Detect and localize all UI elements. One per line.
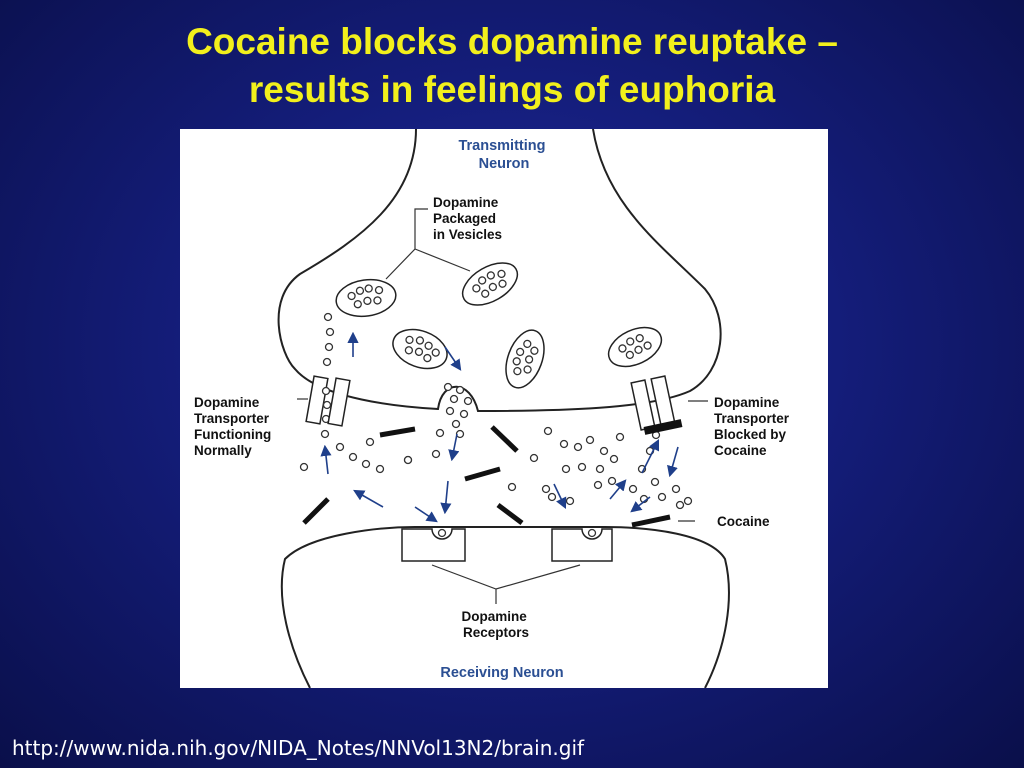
title-line-2: results in feelings of euphoria bbox=[248, 69, 776, 110]
title-line-1: Cocaine blocks dopamine reuptake – bbox=[186, 21, 838, 62]
synapse-diagram: Transmitting Neuron Dopamine Packaged in… bbox=[180, 129, 828, 688]
receiving-neuron-membrane bbox=[280, 526, 730, 688]
slide-title: Cocaine blocks dopamine reuptake – resul… bbox=[0, 18, 1024, 114]
receptor bbox=[551, 528, 613, 562]
vesicle bbox=[607, 326, 663, 368]
vesicle bbox=[461, 262, 519, 306]
label-transporter-normal: Dopamine Transporter Functioning Normall… bbox=[194, 395, 275, 458]
transporter-normal bbox=[305, 375, 351, 427]
label-transmitting-neuron: Transmitting Neuron bbox=[458, 138, 549, 172]
synapse-svg: Transmitting Neuron Dopamine Packaged in… bbox=[194, 129, 793, 688]
cocaine-molecules bbox=[302, 425, 671, 528]
label-transporter-blocked: Dopamine Transporter Blocked by Cocaine bbox=[714, 395, 793, 458]
movement-arrows bbox=[320, 331, 679, 523]
vesicle bbox=[505, 329, 545, 389]
receptor bbox=[401, 528, 466, 562]
transporter-blocked bbox=[630, 375, 683, 435]
label-cocaine: Cocaine bbox=[717, 514, 770, 529]
vesicle bbox=[335, 278, 397, 318]
source-url: http://www.nida.nih.gov/NIDA_Notes/NNVol… bbox=[12, 736, 585, 760]
leader-lines bbox=[297, 208, 708, 604]
vesicle bbox=[392, 328, 448, 370]
label-receiving-neuron: Receiving Neuron bbox=[440, 665, 563, 681]
label-dopamine-vesicles: Dopamine Packaged in Vesicles bbox=[433, 195, 502, 242]
dopamine-molecules bbox=[299, 312, 693, 510]
label-dopamine-receptors: Dopamine Receptors bbox=[461, 609, 530, 640]
